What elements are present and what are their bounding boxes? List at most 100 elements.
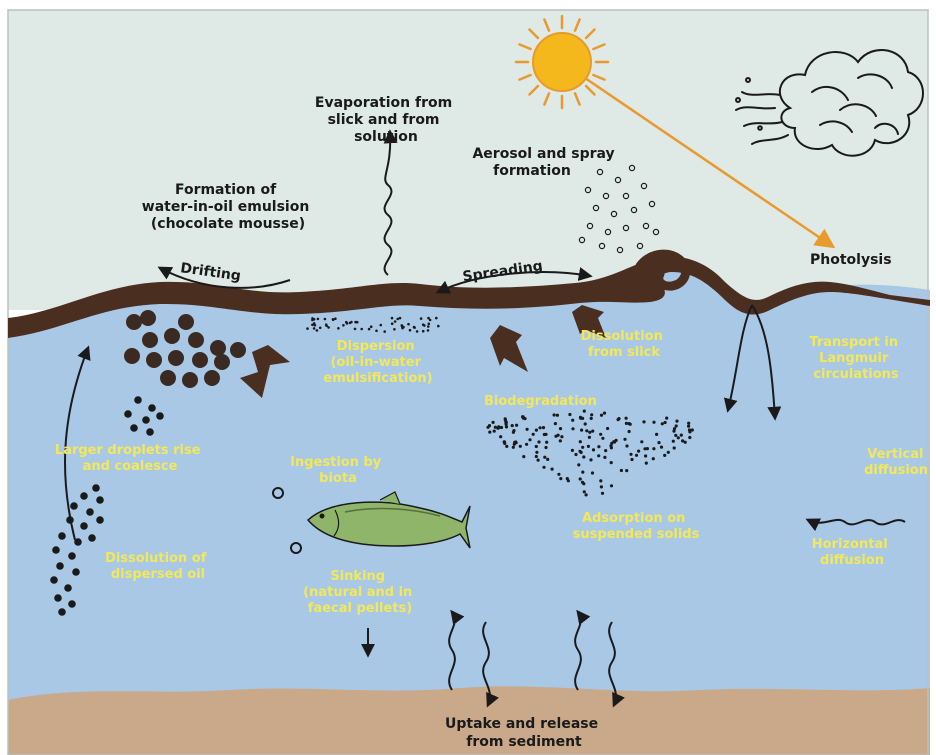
biodegradation-dot — [591, 471, 594, 474]
biodegradation-dot — [623, 438, 626, 441]
biodegradation-dot — [610, 461, 613, 464]
biodegradation-dot — [652, 447, 655, 450]
biodegradation-dot — [592, 448, 595, 451]
dispersion-dot — [324, 318, 327, 321]
biodegradation-dot — [554, 422, 557, 425]
dispersion-dot — [391, 317, 394, 320]
biodegradation-dot — [557, 473, 560, 476]
dispersion-dot — [413, 326, 416, 329]
biodegradation-dot — [667, 451, 670, 454]
dispersion-dot — [427, 325, 430, 328]
biodegradation-dot — [574, 453, 577, 456]
biodegradation-dot — [673, 446, 676, 449]
biodegradation-dot — [494, 426, 497, 429]
dispersion-dot — [391, 322, 394, 325]
dispersion-dot — [313, 322, 316, 325]
biodegradation-dot — [556, 414, 559, 417]
biodegradation-dot — [584, 422, 587, 425]
dispersion-dot — [306, 327, 309, 330]
biodegradation-dot — [514, 440, 517, 443]
biodegradation-dot — [537, 440, 540, 443]
biodegradation-dot — [525, 443, 528, 446]
biodegradation-dot — [497, 425, 500, 428]
biodegradation-dot — [600, 414, 603, 417]
biodegradation-dot — [603, 456, 606, 459]
biodegradation-dot — [610, 484, 613, 487]
oil-droplet — [214, 354, 230, 370]
dispersion-dot — [354, 328, 357, 331]
dispersion-dot — [393, 328, 396, 331]
dispersed-droplet — [64, 584, 72, 592]
dispersion-dot — [342, 324, 345, 327]
biodegradation-dot — [642, 420, 645, 423]
biodegradation-dot — [645, 462, 648, 465]
biodegradation-dot — [505, 421, 508, 424]
dispersed-droplet — [130, 424, 138, 432]
dispersion-dot — [368, 328, 371, 331]
biodegradation-dot — [582, 455, 585, 458]
dispersion-label: Dispersion (oil-in-water emulsification) — [323, 339, 432, 386]
biodegradation-dot — [535, 455, 538, 458]
biodegradation-label: Biodegradation — [484, 394, 597, 409]
dispersed-droplet — [54, 594, 62, 602]
biodegradation-dot — [629, 423, 632, 426]
biodegradation-dot — [600, 485, 603, 488]
biodegradation-dot — [559, 439, 562, 442]
biodegradation-dot — [539, 426, 542, 429]
dispersed-droplet — [96, 516, 104, 524]
biodegradation-dot — [493, 430, 496, 433]
biodegradation-dot — [643, 447, 646, 450]
dispersed-droplet — [70, 502, 78, 510]
dispersed-droplet — [68, 552, 76, 560]
biodegradation-dot — [568, 413, 571, 416]
biodegradation-dot — [661, 422, 664, 425]
biodegradation-dot — [579, 477, 582, 480]
biodegradation-dot — [585, 493, 588, 496]
biodegradation-dot — [512, 446, 515, 449]
oil-droplet — [230, 342, 246, 358]
dispersed-droplet — [80, 492, 88, 500]
biodegradation-dot — [637, 450, 640, 453]
biodegradation-dot — [589, 458, 592, 461]
dispersed-droplet — [50, 576, 58, 584]
biodegradation-dot — [675, 424, 678, 427]
biodegradation-dot — [512, 429, 515, 432]
dispersed-droplet — [52, 546, 60, 554]
biodegradation-dot — [677, 436, 680, 439]
biodegradation-dot — [601, 437, 604, 440]
biodegradation-dot — [583, 410, 586, 413]
biodegradation-dot — [577, 463, 580, 466]
biodegradation-dot — [551, 468, 554, 471]
biodegradation-dot — [644, 454, 647, 457]
dispersion-dot — [350, 321, 353, 324]
oil-droplet — [182, 372, 198, 388]
dispersion-dot — [427, 317, 430, 320]
biodegradation-dot — [486, 426, 489, 429]
biodegradation-dot — [571, 419, 574, 422]
biodegradation-dot — [515, 424, 518, 427]
biodegradation-dot — [672, 440, 675, 443]
dispersion-dot — [375, 330, 378, 333]
biodegradation-dot — [657, 441, 660, 444]
biodegradation-dot — [652, 457, 655, 460]
biodegradation-dot — [604, 449, 607, 452]
biodegradation-dot — [526, 428, 529, 431]
biodegradation-dot — [687, 422, 690, 425]
oil-droplet — [188, 332, 204, 348]
oil-droplet — [142, 332, 158, 348]
dispersed-droplet — [92, 484, 100, 492]
oil-droplet — [168, 350, 184, 366]
biodegradation-dot — [655, 433, 658, 436]
dispersion-dot — [396, 318, 399, 321]
biodegradation-dot — [571, 449, 574, 452]
biodegradation-dot — [681, 439, 684, 442]
dispersed-droplet — [58, 532, 66, 540]
biodegradation-dot — [665, 417, 668, 420]
dispersion-dot — [407, 323, 410, 326]
oil-droplet — [164, 328, 180, 344]
oil-droplet — [160, 370, 176, 386]
dispersed-droplet — [142, 416, 150, 424]
dispersion-dot — [422, 323, 425, 326]
biodegradation-dot — [635, 454, 638, 457]
